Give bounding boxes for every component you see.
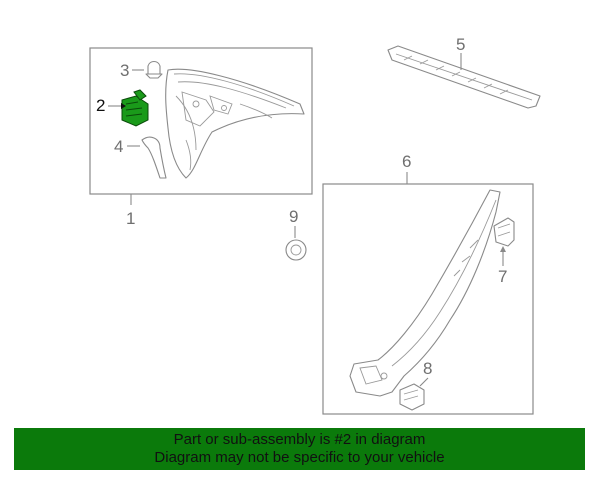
callout-1: 1 — [126, 209, 135, 228]
clip-part-8 — [399, 383, 425, 411]
callout-7: 7 — [498, 267, 507, 286]
callout-9: 9 — [289, 207, 298, 226]
callout-4: 4 — [114, 137, 123, 156]
leader-8 — [419, 377, 429, 387]
assembly-box-6 — [322, 183, 534, 415]
part-info-banner: Part or sub-assembly is #2 in diagram Di… — [14, 428, 585, 470]
pillar-trim-part-6 — [349, 189, 501, 397]
banner-line-2: Diagram may not be specific to your vehi… — [154, 449, 445, 466]
arrow-2 — [121, 103, 126, 109]
arrow-7 — [500, 246, 506, 252]
trim-piece-part-4 — [141, 136, 167, 179]
callout-3: 3 — [120, 61, 129, 80]
callout-5: 5 — [456, 35, 465, 54]
callout-8: 8 — [423, 359, 432, 378]
callout-6: 6 — [402, 152, 411, 171]
quarter-trim-panel — [165, 68, 305, 179]
push-pin-part-3 — [145, 60, 163, 79]
trim-strip-part-5 — [387, 45, 541, 109]
callout-2: 2 — [96, 96, 105, 115]
nut-part-9 — [285, 239, 307, 261]
bracket-part-7 — [493, 217, 515, 247]
banner-line-1: Part or sub-assembly is #2 in diagram — [173, 431, 426, 448]
parts-diagram: 1 2 3 4 5 6 — [89, 35, 541, 415]
assembly-box-1 — [89, 47, 313, 195]
clip-part-2 — [121, 89, 149, 127]
